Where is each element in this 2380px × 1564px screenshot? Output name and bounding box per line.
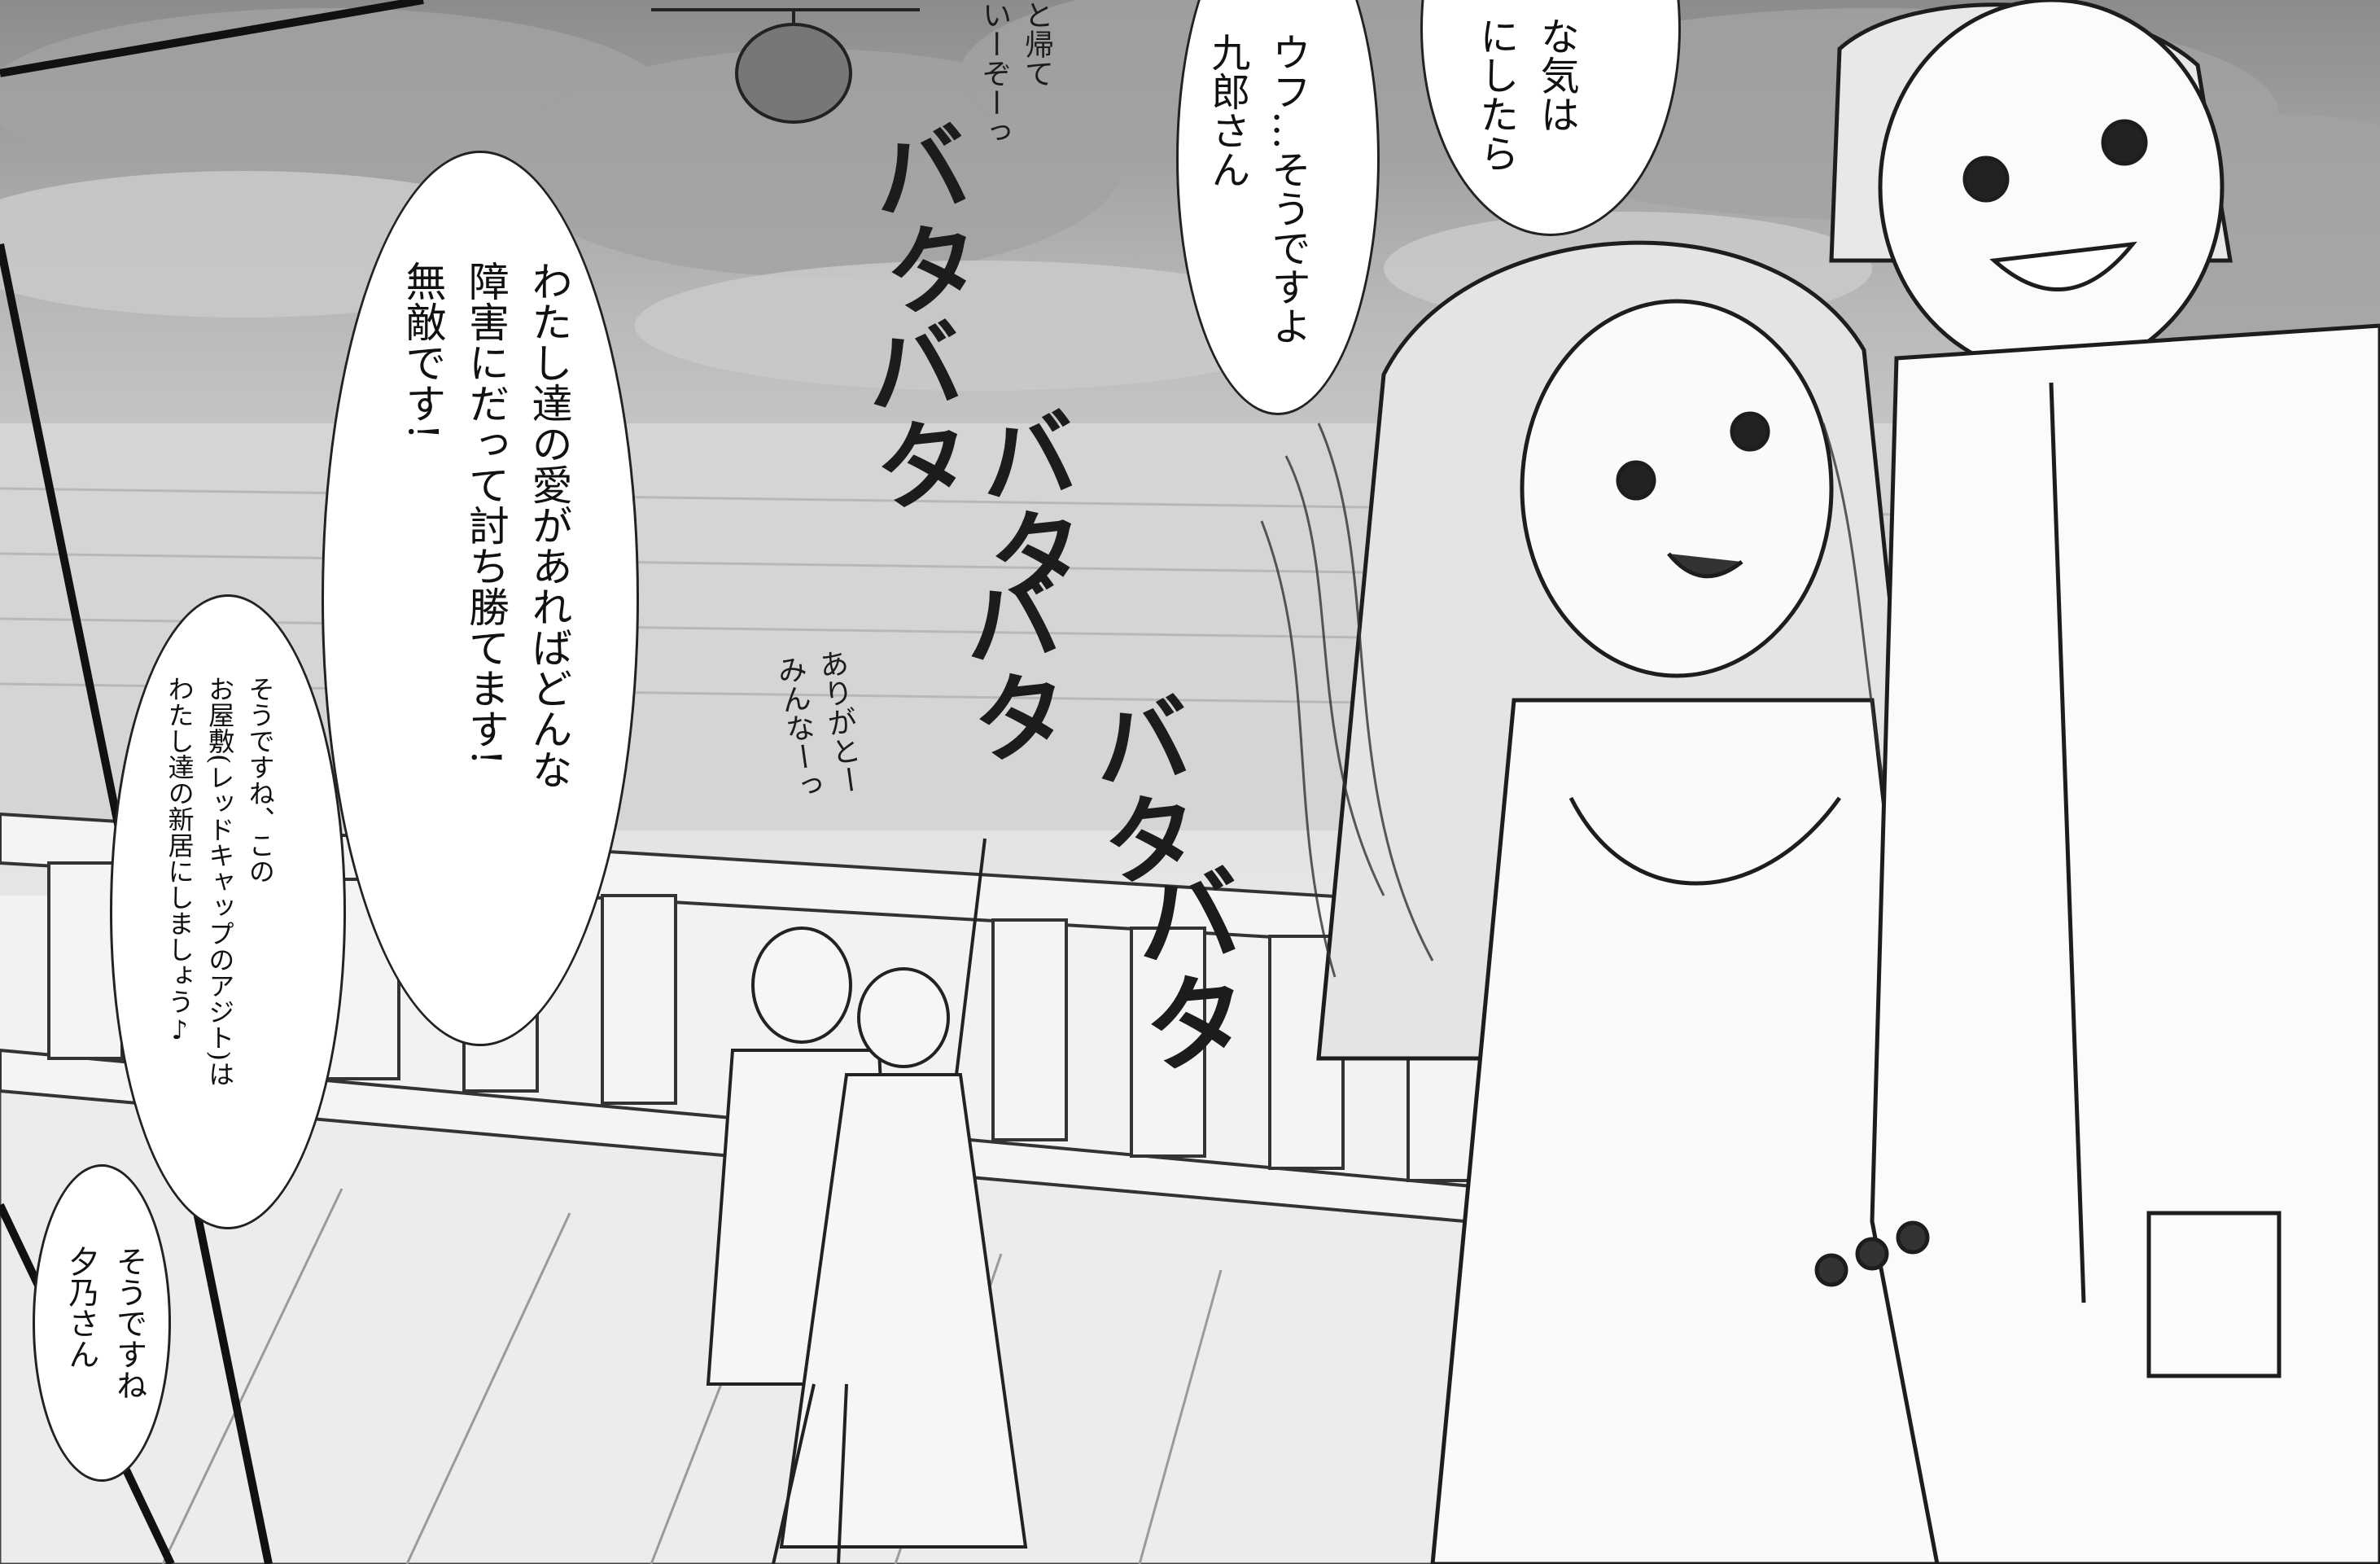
girl-figure xyxy=(1316,240,1972,1564)
speech-text-top-right: な気は にしたら xyxy=(1472,16,1579,173)
speech-bubble-main xyxy=(322,151,639,1046)
speech-bubble-top xyxy=(1176,0,1380,415)
speech-text-bottom: そうですね 夕乃さん xyxy=(63,1246,147,1400)
speech-text-house: そうですね、この お屋敷(レッドキャップのアジト)は わたし達の新居にしましょう… xyxy=(164,676,276,1087)
speech-bubble-bottom xyxy=(33,1164,171,1482)
speech-text-top: ウフ…そうですよ 九郎さん xyxy=(1204,33,1310,345)
speech-text-main: わたし達の愛があればどんな 障害にだって討ち勝てます! 無敵です! xyxy=(399,261,573,790)
boy-figure xyxy=(1814,0,2380,1564)
sfx-flapping-6: バタ xyxy=(1112,857,1255,1080)
helicopter-voice-text: と帰て いーぞーっ xyxy=(978,0,1053,147)
sfx-flapping-1: バタ xyxy=(847,115,988,325)
speech-bubble-house xyxy=(110,594,346,1229)
background-couple xyxy=(706,838,1028,1564)
helicopter xyxy=(651,8,920,124)
